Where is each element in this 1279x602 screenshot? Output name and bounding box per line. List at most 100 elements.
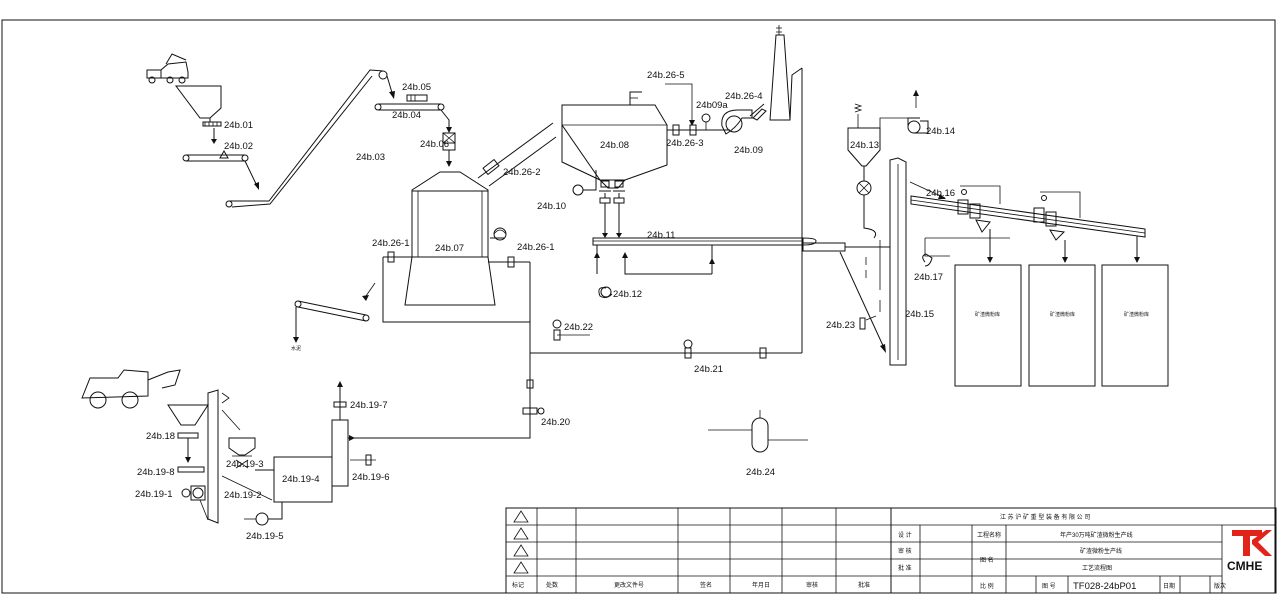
label-24b23: 24b.23 <box>826 320 855 331</box>
label-24b26-1-left: 24b.26-1 <box>372 238 410 249</box>
silo-2: 矿渣微粉库 <box>1028 264 1096 387</box>
label-24b26-4: 24b.26-4 <box>725 91 763 102</box>
svg-text:标记: 标记 <box>512 581 524 589</box>
label-24b19-5: 24b.19-5 <box>246 531 284 542</box>
label-24b19-3: 24b.19-3 <box>226 459 264 470</box>
label-24b09a: 24b09a <box>696 100 728 111</box>
svg-text:签名: 签名 <box>700 581 712 589</box>
label-24b15: 24b.15 <box>905 309 934 320</box>
label-24b04: 24b.04 <box>392 110 421 121</box>
label-24b19-1: 24b.19-1 <box>135 489 173 500</box>
svg-text:设 计: 设 计 <box>898 531 912 539</box>
coal-bin-19-3 <box>228 437 256 469</box>
svg-text:更改文件号: 更改文件号 <box>614 581 644 589</box>
fan-12 <box>598 286 613 299</box>
label-24b19-6: 24b.19-6 <box>352 472 390 483</box>
drawing-border <box>1 19 1276 594</box>
recirculation-line <box>382 257 530 323</box>
label-24b02: 24b.02 <box>224 141 253 152</box>
svg-text:版次: 版次 <box>1214 582 1226 590</box>
label-24b13: 24b.13 <box>850 140 879 151</box>
svg-text:批准: 批准 <box>858 581 870 589</box>
label-24b19-8: 24b.19-8 <box>137 467 175 478</box>
rotary-valve-13 <box>856 180 872 196</box>
damper-21 <box>683 339 693 359</box>
loader-icon <box>81 369 181 409</box>
svg-text:年月日: 年月日 <box>752 581 770 589</box>
iron-remover-05 <box>406 94 428 102</box>
label-24b17: 24b.17 <box>914 272 943 283</box>
label-24b11: 24b.11 <box>647 230 675 241</box>
label-24b12: 24b.12 <box>613 289 642 300</box>
label-24b22: 24b.22 <box>564 322 593 333</box>
label-24b08: 24b.08 <box>600 140 629 151</box>
svg-text:比 例: 比 例 <box>980 582 994 590</box>
screw-conveyor-11 <box>592 237 846 252</box>
vertical-roller-mill-07 <box>404 171 496 306</box>
chimney <box>769 25 803 121</box>
label-24b10: 24b.10 <box>537 201 566 212</box>
label-24b16: 24b.16 <box>926 188 955 199</box>
revision-table: 标记 处数 更改文件号 签名 年月日 审核 批准 <box>505 507 892 594</box>
duct-26-2 <box>477 122 557 187</box>
svg-text:审 核: 审 核 <box>898 547 912 555</box>
belt-conveyor-02 <box>182 149 249 162</box>
label-24b21: 24b.21 <box>694 364 723 375</box>
flow-meter-09a <box>701 113 711 130</box>
damper-20 <box>522 407 545 415</box>
label-24b19-7: 24b.19-7 <box>350 400 388 411</box>
bucket-elevator-15 <box>889 157 907 366</box>
svg-text:工程名称: 工程名称 <box>977 531 1001 539</box>
label-24b03: 24b.03 <box>356 152 385 163</box>
company-name: 江 苏 沪 矿 重 型 装 备 有 限 公 司 <box>1000 513 1090 521</box>
label-24b19-4: 24b.19-4 <box>282 474 320 485</box>
fan-10 <box>572 170 597 196</box>
mixing-chamber <box>331 419 349 487</box>
label-24b26-3: 24b.26-3 <box>666 138 704 149</box>
svg-text:批 准: 批 准 <box>898 564 912 572</box>
cement-mark: 水泥 <box>291 345 301 352</box>
svg-text:矿渣微粉生产线: 矿渣微粉生产线 <box>1080 547 1122 555</box>
gas-tank-24 <box>708 410 808 453</box>
drawing-number: TF028-24bP01 <box>1073 581 1136 592</box>
silo-1: 矿渣微粉库 <box>954 264 1022 387</box>
hot-gas-main <box>348 262 531 439</box>
diverter-valves <box>957 185 1081 241</box>
belt-weigher-01 <box>202 121 222 127</box>
crusher-19-1 <box>181 485 206 501</box>
bag-filter-08 <box>561 104 668 189</box>
hot-air-fan-icon <box>490 227 507 241</box>
svg-text:图 号: 图 号 <box>1042 583 1056 590</box>
fan-17 <box>922 253 933 267</box>
label-24b26-1-right: 24b.26-1 <box>517 242 555 253</box>
svg-text:矿渣微粉库: 矿渣微粉库 <box>975 311 1000 318</box>
inclined-belt-conveyor-03 <box>225 69 388 208</box>
title-block: 江 苏 沪 矿 重 型 装 备 有 限 公 司 设 计 审 核 批 准 工程名称… <box>890 507 1277 594</box>
bucket-elevator-19 <box>199 389 219 524</box>
belt-conveyor-04 <box>374 103 445 111</box>
project-name: 年产30万吨矿渣微粉生产线 <box>1060 531 1133 539</box>
label-24b26-5: 24b.26-5 <box>647 70 685 81</box>
label-24b07: 24b.07 <box>435 243 464 254</box>
fan-14 <box>907 117 929 134</box>
label-24b05: 24b.05 <box>402 82 431 93</box>
svg-text:图 名: 图 名 <box>980 556 994 564</box>
svg-text:工艺流程图: 工艺流程图 <box>1082 564 1112 572</box>
company-logo: CMHE <box>1227 530 1272 573</box>
svg-text:矿渣微粉库: 矿渣微粉库 <box>1050 311 1075 318</box>
label-24b20: 24b.20 <box>541 417 570 428</box>
silo-3: 矿渣微粉库 <box>1101 264 1169 387</box>
feeder-06 <box>442 132 456 151</box>
damper-22 <box>552 319 590 341</box>
revision-triangles <box>513 510 529 574</box>
svg-text:矿渣微粉库: 矿渣微粉库 <box>1124 311 1149 318</box>
label-24b18: 24b.18 <box>146 431 175 442</box>
belt-19-8 <box>177 466 205 473</box>
label-24b14: 24b.14 <box>926 126 955 137</box>
dump-truck-icon <box>146 53 189 84</box>
label-24b26-2: 24b.26-2 <box>503 167 541 178</box>
svg-text:日期: 日期 <box>1163 582 1175 590</box>
logo-text: CMHE <box>1227 559 1262 573</box>
damper-19-6 <box>350 454 376 466</box>
